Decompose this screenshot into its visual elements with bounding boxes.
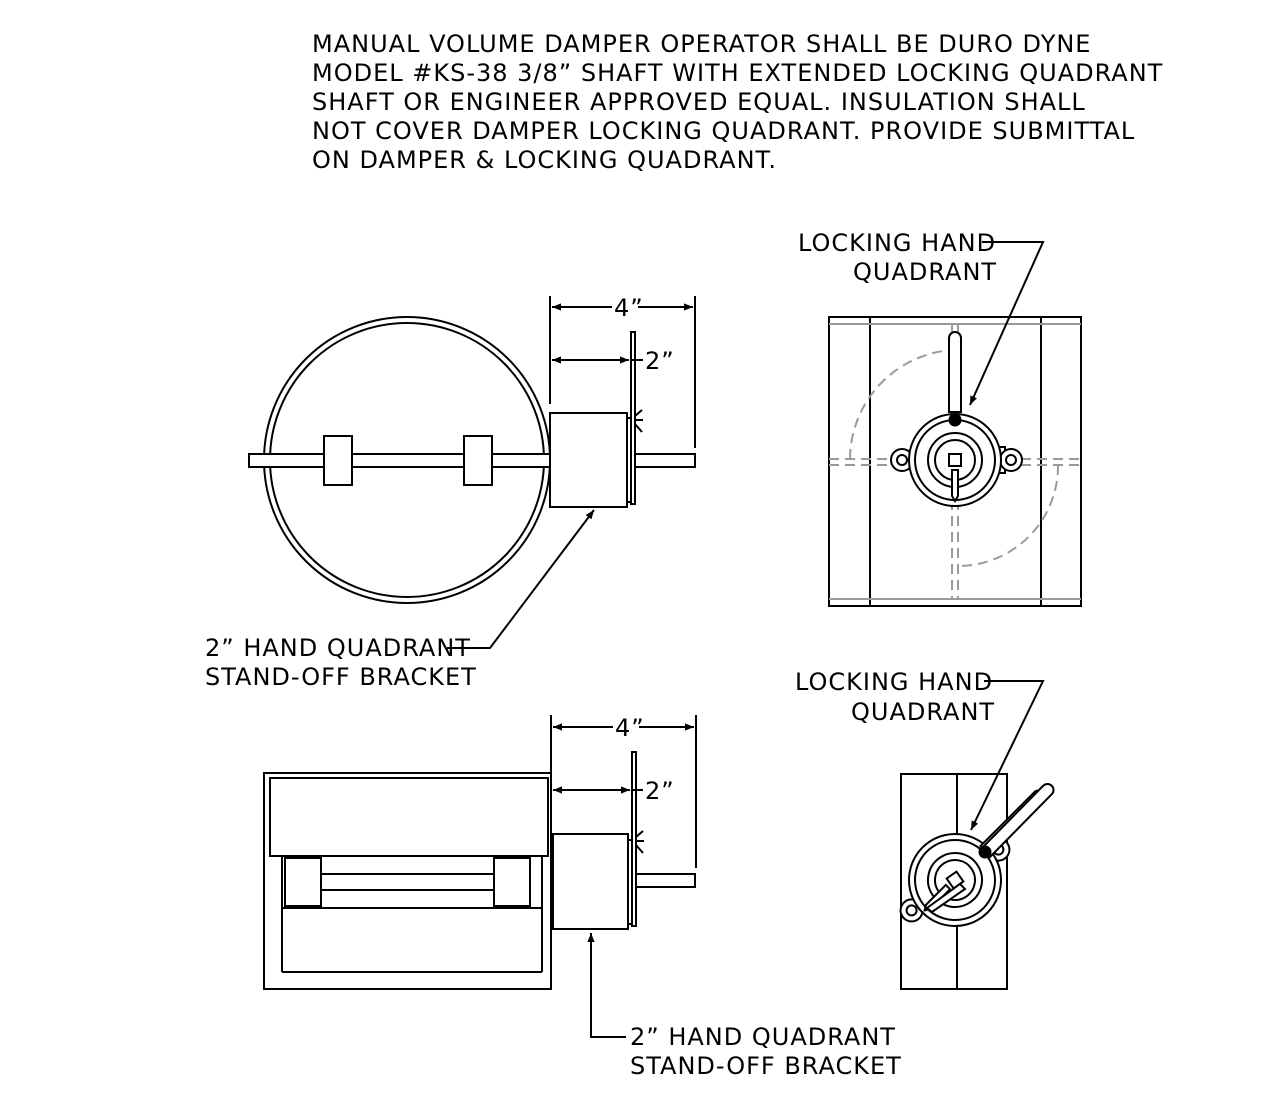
round-duct-end-view: LOCKING HAND QUADRANT: [798, 229, 1082, 607]
blade-swing-arc-lower: [957, 464, 1060, 567]
rect-standoff-bracket: [552, 833, 629, 930]
standoff-leader: [447, 509, 595, 649]
locking-callout-line-2: QUADRANT: [853, 258, 997, 286]
rect-duct-end-view: LOCKING HAND QUADRANT: [795, 668, 1055, 990]
rect-standoff-callout-line-1: 2” HAND QUADRANT: [630, 1023, 896, 1051]
wing-nut-icon: [634, 409, 643, 433]
general-note: MANUAL VOLUME DAMPER OPERATOR SHALL BE D…: [312, 30, 1163, 174]
rect-duct-side-view: 4” 2” 2” HAND QUADRANT STAND-OFF BRACKET: [263, 714, 902, 1080]
rect-locking-quadrant-icon: [899, 789, 1046, 927]
blade-bearing-left: [284, 857, 322, 907]
blade-bearing-right: [493, 857, 531, 907]
rect-quadrant-plate-edge: [631, 751, 637, 927]
round-duct-side-view: 4” 2” 2” HAND QUADRANT STAND-OFF BRACKET: [205, 294, 696, 691]
rect-damper-shaft: [635, 873, 696, 888]
locking-quadrant-leader-upper: [969, 241, 1045, 406]
locking-quadrant-icon: [890, 331, 1023, 507]
rect-duct-outline: [263, 772, 552, 990]
rect-locking-callout-line-1: LOCKING HAND: [795, 668, 993, 696]
blade-swing-arc-upper: [849, 349, 953, 460]
rect-duct-blade-channel: [281, 855, 543, 909]
standoff-callout-line-2: STAND-OFF BRACKET: [205, 663, 477, 691]
standoff-bracket: [549, 412, 628, 508]
quadrant-plate-edge: [630, 331, 636, 505]
rect-wing-nut-icon: [635, 830, 644, 854]
rect-standoff-leader: [587, 933, 626, 1038]
rect-dim-4in-label: 4”: [615, 714, 645, 742]
note-line-4: NOT COVER DAMPER LOCKING QUADRANT. PROVI…: [312, 117, 1135, 145]
note-line-5: ON DAMPER & LOCKING QUADRANT.: [312, 146, 777, 174]
end-view-frame: [828, 316, 1082, 607]
rect-locking-callout-line-2: QUADRANT: [851, 698, 995, 726]
note-line-2: MODEL #KS-38 3/8” SHAFT WITH EXTENDED LO…: [312, 59, 1163, 87]
locking-callout-line-1: LOCKING HAND: [798, 229, 996, 257]
shaft-bearing-right: [463, 435, 493, 486]
rect-standoff-callout-line-2: STAND-OFF BRACKET: [630, 1052, 902, 1080]
standoff-callout-line-1: 2” HAND QUADRANT: [205, 634, 471, 662]
dim-4in-label: 4”: [614, 294, 644, 322]
rect-dim-2in-label: 2”: [645, 777, 675, 805]
locking-quadrant-leader-lower: [970, 680, 1045, 831]
rect-duct-top-flange: [269, 777, 549, 857]
note-line-1: MANUAL VOLUME DAMPER OPERATOR SHALL BE D…: [312, 30, 1091, 58]
dim-2in-label: 2”: [645, 347, 675, 375]
note-line-3: SHAFT OR ENGINEER APPROVED EQUAL. INSULA…: [312, 88, 1086, 116]
shaft-bearing-left: [323, 435, 353, 486]
rect-end-frame: [900, 773, 1008, 990]
